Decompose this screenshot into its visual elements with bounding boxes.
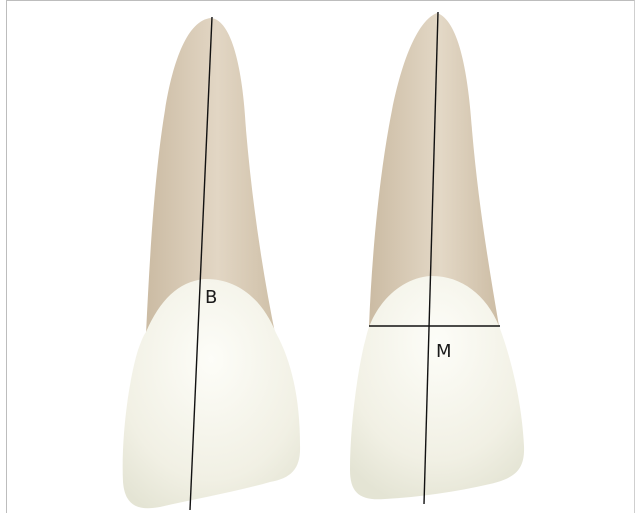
label-mesial: M <box>436 341 452 362</box>
label-buccal: B <box>205 287 217 308</box>
tooth-buccal-view <box>123 17 300 510</box>
tooth-mesial-view <box>350 12 524 504</box>
